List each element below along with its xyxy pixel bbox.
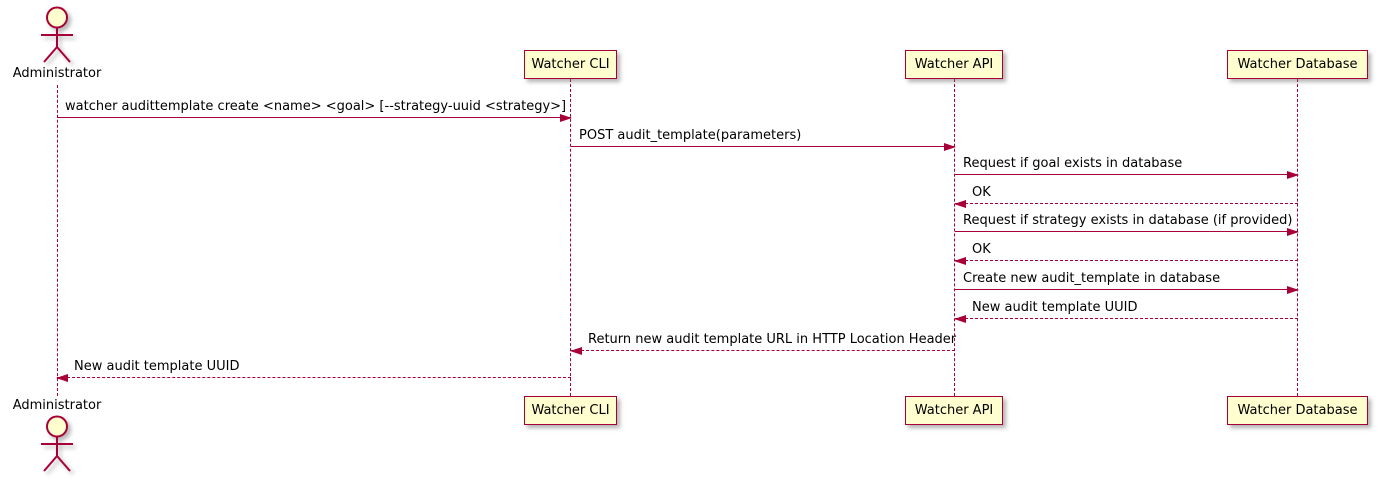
arrow-left-icon [954,257,966,265]
message-ok-goal: OK [954,182,1298,208]
message-label: OK [972,242,991,257]
actor-icon-bottom [34,413,80,474]
message-create-audit-template-db: Create new audit_template in database [955,268,1299,294]
message-line [955,289,1298,290]
actor-label-top: Administrator [12,66,102,81]
message-create-audittemplate: watcher audittemplate create <name> <goa… [57,96,572,122]
message-line [955,260,1298,261]
arrow-right-icon [560,114,572,122]
actor-label-bottom: Administrator [12,398,102,413]
message-request-strategy-exists: Request if strategy exists in database (… [955,210,1299,236]
message-line [955,174,1298,175]
lifeline-administrator [57,85,58,396]
participant-box-watcher-cli-top: Watcher CLI [524,50,617,79]
message-label: Create new audit_template in database [963,271,1221,286]
arrow-right-icon [1287,228,1299,236]
participant-box-watcher-cli-bottom: Watcher CLI [524,396,617,425]
lifeline-watcher-database [1297,79,1298,396]
message-label: Request if goal exists in database [963,156,1183,171]
message-label: Return new audit template URL in HTTP Lo… [588,332,957,347]
message-label: POST audit_template(parameters) [579,128,802,143]
arrow-left-icon [954,315,966,323]
message-label: watcher audittemplate create <name> <goa… [65,99,567,114]
message-line [955,203,1298,204]
arrow-left-icon [570,347,582,355]
message-line [57,117,571,118]
message-line [57,377,571,378]
message-label: Request if strategy exists in database (… [963,213,1293,228]
message-request-goal-exists: Request if goal exists in database [955,153,1299,179]
message-line [955,318,1298,319]
lifeline-watcher-cli [570,79,571,396]
arrow-right-icon [1287,286,1299,294]
arrow-left-icon [56,374,68,382]
arrow-right-icon [1287,171,1299,179]
message-line [955,231,1298,232]
arrow-left-icon [954,200,966,208]
message-new-uuid-from-db: New audit template UUID [954,297,1298,323]
message-return-url-location-header: Return new audit template URL in HTTP Lo… [570,329,957,355]
message-label: OK [972,185,991,200]
message-label: New audit template UUID [74,359,240,374]
lifeline-watcher-api [954,79,955,396]
participant-box-watcher-api-top: Watcher API [905,50,1003,79]
message-label: New audit template UUID [972,300,1138,315]
actor-icon-top [34,4,80,65]
message-new-uuid-to-admin: New audit template UUID [56,356,571,382]
message-line [571,350,955,351]
message-post-audit-template: POST audit_template(parameters) [571,125,956,151]
participant-box-watcher-api-bottom: Watcher API [905,396,1003,425]
message-ok-strategy: OK [954,239,1298,265]
participant-box-watcher-database-bottom: Watcher Database [1227,396,1368,425]
participant-box-watcher-database-top: Watcher Database [1227,50,1368,79]
arrow-right-icon [944,143,956,151]
message-line [571,146,955,147]
